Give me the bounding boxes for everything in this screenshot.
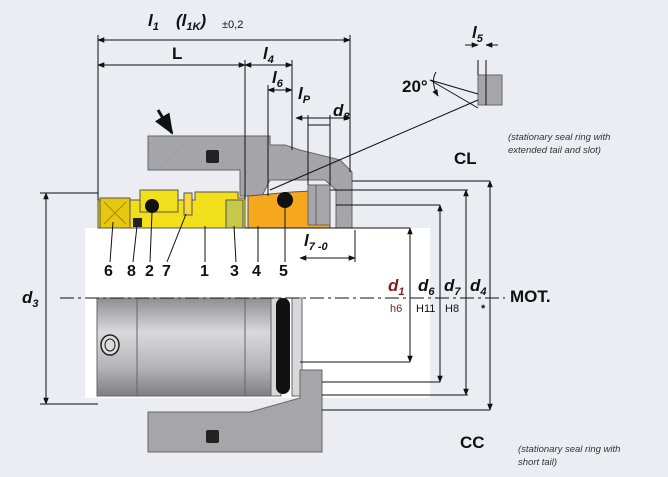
tol-d1: h6 [390, 303, 402, 315]
part-number-labels: 6 8 2 7 1 3 4 5 [104, 263, 288, 280]
part-7-pin [183, 192, 193, 216]
dim-d8: d8 [333, 101, 350, 123]
dim-d1: d1 [388, 276, 405, 298]
svg-text:(l1K): (l1K) [176, 11, 206, 33]
rotating-unit [97, 189, 246, 229]
part-leaders [109, 208, 286, 263]
lower-o-ring [276, 298, 290, 394]
dim-l1: l1 (l1K) ±0,2 [148, 11, 243, 33]
dim-d3: d3 [22, 288, 39, 310]
part-number: 4 [252, 263, 261, 280]
diameter-lines [43, 180, 493, 411]
stationary-ring [247, 184, 331, 229]
part-number: 3 [230, 263, 239, 280]
extension-lines [40, 180, 490, 411]
part-number: 6 [104, 263, 113, 280]
lower-section [96, 297, 323, 453]
dim-l5: l5 [472, 23, 484, 45]
cc-note-line1: (stationary seal ring with [518, 444, 620, 455]
dim-l7: l7-0 [304, 231, 329, 253]
diameter-labels: d1 h6 d6 H11 d7 H8 d4 * [388, 276, 487, 315]
part-number: 7 [162, 263, 171, 280]
part-5-o-ring [277, 192, 293, 208]
part-2-o-ring [145, 199, 159, 213]
dim-d6: d6 [418, 276, 435, 298]
lower-spring-body [136, 297, 246, 397]
part-number: 2 [145, 263, 154, 280]
pointer-arrow [154, 109, 174, 135]
housing-o-ring-top [206, 150, 219, 163]
svg-text:l1: l1 [148, 11, 159, 33]
dim-L: L [172, 44, 182, 63]
top-dimensions [97, 35, 351, 200]
dim-d4: d4 [470, 276, 487, 298]
part-3-face [225, 199, 244, 229]
mot-label: MOT. [510, 287, 551, 306]
housing-o-ring-bottom [206, 430, 219, 443]
dim-d7: d7 [444, 276, 461, 298]
tol-d4: * [481, 303, 486, 315]
cc-note-line2: short tail) [518, 457, 557, 468]
part-8-screw [133, 218, 142, 227]
svg-text:±0,2: ±0,2 [222, 19, 243, 31]
anti-rotation-pin [307, 184, 331, 226]
part-number: 5 [279, 263, 288, 280]
detail-slot-view [269, 42, 503, 191]
cc-label: CC [460, 433, 485, 452]
tol-d6: H11 [416, 303, 435, 315]
cl-note-line1: (stationary seal ring with [508, 132, 610, 143]
cl-note-line2: extended tail and slot) [508, 145, 601, 156]
dim-angle: 20° [402, 77, 428, 96]
housing-upper [147, 135, 353, 231]
dim-l4: l4 [263, 44, 274, 66]
part-number: 8 [127, 263, 136, 280]
part-number: 1 [200, 263, 209, 280]
dim-l6: l6 [272, 68, 284, 90]
tol-d7: H8 [445, 303, 459, 315]
cl-label: CL [454, 149, 477, 168]
dim-lp: lP [298, 84, 311, 106]
